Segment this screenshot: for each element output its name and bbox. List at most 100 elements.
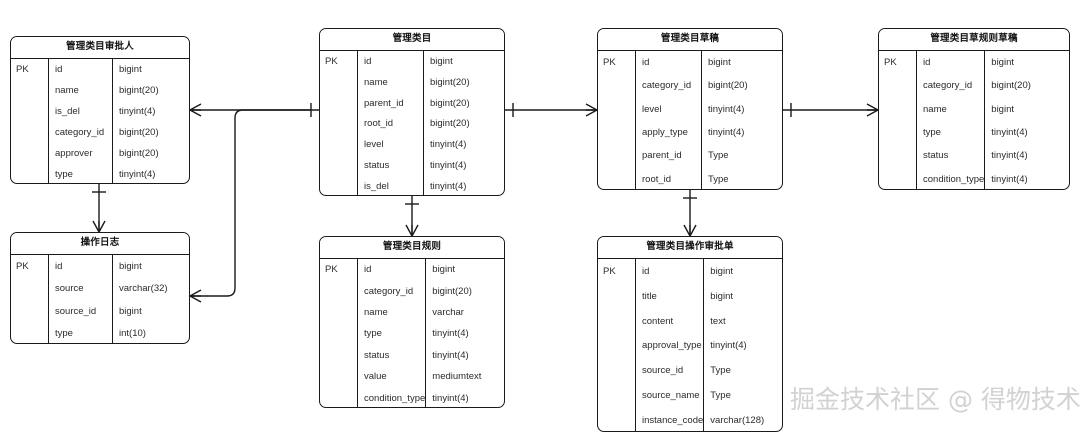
entity-key-column-category_approval_form: PK	[598, 259, 636, 431]
field-name: parent_id	[364, 97, 404, 109]
field-type: tinyint(4)	[432, 328, 469, 340]
field-key	[603, 121, 635, 144]
field-key	[884, 144, 916, 167]
entity-key-column-category_draft: PK	[598, 51, 636, 189]
field-type: tinyint(4)	[991, 173, 1028, 185]
entity-title-operation_log: 操作日志	[11, 233, 189, 255]
field-type: tinyint(4)	[119, 106, 156, 117]
field-type: tinyint(4)	[430, 160, 467, 172]
field-type: Type	[710, 390, 731, 402]
field-name: apply_type	[642, 127, 688, 139]
field-type: bigint(20)	[708, 80, 748, 92]
field-type: tinyint(4)	[430, 139, 467, 151]
field-name: level	[642, 103, 662, 115]
field-key	[603, 98, 635, 121]
entity-title-category_rule_draft: 管理类目草规则草稿	[879, 29, 1069, 51]
field-key: PK	[325, 264, 338, 276]
entity-key-column-category_rule: PK	[320, 259, 358, 407]
field-type: bigint	[708, 57, 731, 69]
connector-draft-to-approval-form	[683, 190, 697, 237]
entity-title-category_draft: 管理类目草稿	[598, 29, 782, 51]
field-type: Type	[708, 150, 729, 162]
field-key	[16, 323, 48, 344]
entity-title-category_approval_form: 管理类目操作审批单	[598, 237, 782, 259]
field-key	[603, 144, 635, 167]
field-key	[884, 121, 916, 144]
field-key	[603, 358, 635, 383]
field-type: bigint	[119, 305, 142, 317]
field-name: content	[642, 315, 674, 327]
entity-key-column-category_rule_draft: PK	[879, 51, 917, 189]
field-type: tinyint(4)	[432, 392, 469, 404]
field-type: tinyint(4)	[708, 103, 745, 115]
field-key	[325, 134, 357, 155]
field-name: is_del	[364, 180, 389, 192]
field-name: level	[364, 139, 384, 151]
field-type: bigint	[710, 265, 733, 277]
field-type: bigint(20)	[430, 76, 470, 88]
field-type: bigint(20)	[430, 118, 470, 130]
field-key	[16, 101, 48, 122]
field-key	[325, 114, 357, 135]
field-key	[884, 168, 916, 189]
field-type: tinyint(4)	[119, 169, 156, 180]
field-key: PK	[603, 57, 616, 69]
field-name: parent_id	[642, 150, 682, 162]
field-key	[884, 98, 916, 121]
field-name: is_del	[55, 106, 80, 117]
field-type: tinyint(4)	[708, 127, 745, 139]
entity-key-column-category_approver: PK	[11, 59, 49, 183]
field-type: bigint(20)	[119, 85, 159, 96]
field-type: bigint	[991, 103, 1014, 115]
field-key: PK	[603, 265, 616, 277]
field-name: condition_type	[923, 173, 985, 185]
field-name: id	[923, 57, 931, 69]
field-name: id	[55, 64, 63, 75]
field-key	[325, 366, 357, 387]
field-key	[603, 334, 635, 359]
field-name: category_id	[923, 80, 973, 92]
field-name: type	[364, 328, 382, 340]
field-key	[603, 74, 635, 97]
field-key	[884, 74, 916, 97]
field-key: PK	[16, 260, 29, 272]
entity-title-category_approver: 管理类目审批人	[11, 37, 189, 59]
field-name: approval_type	[642, 340, 702, 352]
connector-draft-to-rule-draft	[783, 103, 879, 117]
field-key	[325, 388, 357, 407]
entity-type-column-category_draft: bigint bigint(20) tinyint(4) tinyint(4) Type…	[702, 51, 782, 189]
field-type: bigint(20)	[119, 148, 159, 159]
entity-title-category_rule: 管理类目规则	[320, 237, 504, 259]
connector-approver-to-log	[92, 184, 106, 233]
field-key: PK	[325, 55, 338, 67]
field-key	[603, 408, 635, 431]
entity-key-column-operation_log: PK	[11, 255, 49, 343]
field-type: text	[710, 315, 726, 327]
field-name: root_id	[642, 173, 672, 185]
field-type: int(10)	[119, 328, 146, 340]
field-name: type	[55, 169, 73, 180]
entity-key-column-category: PK	[320, 51, 358, 195]
field-type: bigint	[119, 260, 142, 272]
field-key	[603, 383, 635, 408]
field-name: name	[923, 103, 947, 115]
field-name: source_name	[642, 390, 700, 402]
field-name: category_id	[364, 285, 414, 297]
connector-category-to-log	[189, 109, 311, 303]
field-key: PK	[16, 64, 29, 75]
